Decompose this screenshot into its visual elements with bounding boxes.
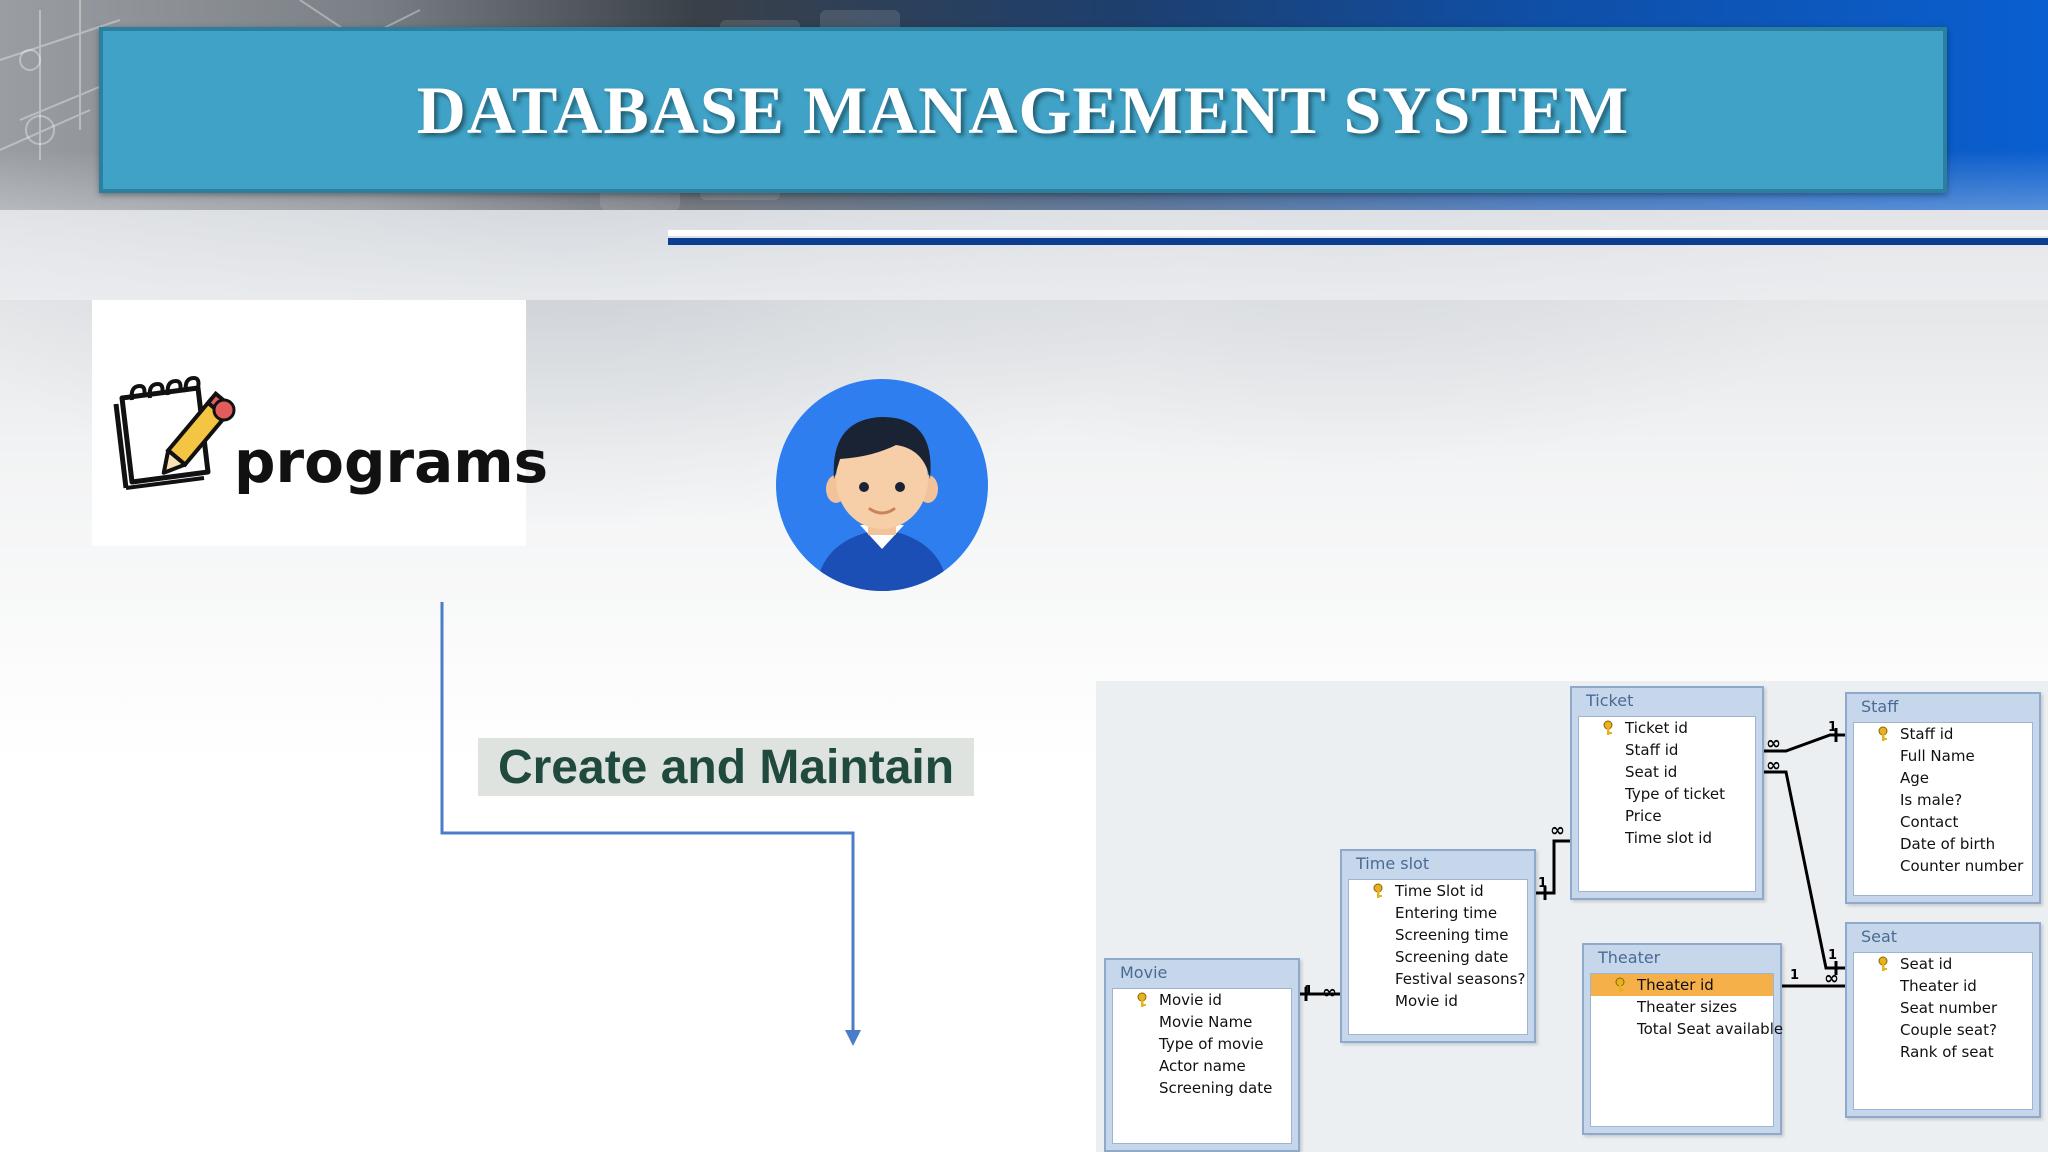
rel-one-label: 1 <box>1304 984 1314 999</box>
er-table-seat[interactable]: Seat Seat id Theater id Seat number Coup… <box>1845 922 2041 1118</box>
table-field[interactable]: Price <box>1625 807 1662 825</box>
table-field[interactable]: Counter number <box>1900 857 2024 875</box>
table-field[interactable]: Theater id <box>1900 977 1977 995</box>
table-field-selected[interactable]: Theater id <box>1591 974 1773 996</box>
table-field[interactable]: Screening time <box>1395 926 1509 944</box>
table-field[interactable]: Festival seasons? <box>1395 970 1526 988</box>
table-field[interactable]: Age <box>1900 769 1930 787</box>
table-header: Movie <box>1120 963 1168 982</box>
rel-one-label: 1 <box>1828 948 1838 963</box>
programs-card: programs <box>92 300 548 546</box>
table-field[interactable]: Couple seat? <box>1900 1021 1997 1039</box>
person-avatar-icon <box>776 379 988 591</box>
table-field[interactable]: Full Name <box>1900 747 1975 765</box>
er-table-movie[interactable]: Movie Movie id Movie Name Type of movie … <box>1104 958 1300 1152</box>
table-field[interactable]: Seat number <box>1900 999 1998 1017</box>
table-field[interactable]: Is male? <box>1900 791 1963 809</box>
table-field[interactable]: Seat id <box>1625 763 1678 781</box>
title-banner: DATABASE MANAGEMENT SYSTEM <box>99 27 1947 193</box>
create-maintain-box: Create and Maintain <box>478 738 974 796</box>
key-icon <box>1137 992 1147 1007</box>
rel-one-label: 1 <box>1790 968 1800 983</box>
er-table-staff[interactable]: Staff Staff id Full Name Age Is male? Co… <box>1845 692 2041 904</box>
table-fields: Seat id Theater id Seat number Couple se… <box>1853 952 2033 1110</box>
rel-many-label: ∞ <box>1766 755 1781 776</box>
table-fields: Theater id Theater sizes Total Seat avai… <box>1590 973 1784 1127</box>
table-fields: Movie id Movie Name Type of movie Actor … <box>1112 988 1292 1144</box>
table-field[interactable]: Theater sizes <box>1637 998 1738 1016</box>
table-field[interactable]: Seat id <box>1854 953 2032 975</box>
table-field[interactable]: Ticket id <box>1579 717 1755 739</box>
table-field[interactable]: Rank of seat <box>1900 1043 1994 1061</box>
table-field[interactable]: Contact <box>1900 813 1959 831</box>
notepad-pencil-icon <box>113 375 236 490</box>
background-stripe-blue <box>668 238 2048 245</box>
table-field[interactable]: Total Seat available <box>1637 1020 1784 1038</box>
table-field[interactable]: Movie id <box>1395 992 1458 1010</box>
table-field[interactable]: Staff id <box>1854 723 2032 745</box>
rel-many-label: ∞ <box>1766 733 1781 754</box>
rel-one-label: 1 <box>1828 720 1838 735</box>
table-field[interactable]: Screening date <box>1159 1079 1273 1097</box>
er-table-theater[interactable]: Theater Theater id Theater sizes Total S… <box>1582 943 1784 1135</box>
background-stripe-white <box>668 230 2048 236</box>
er-table-time-slot[interactable]: Time slot Time Slot id Entering time Scr… <box>1340 849 1536 1043</box>
table-field[interactable]: Movie Name <box>1159 1013 1253 1031</box>
key-icon <box>1615 977 1625 992</box>
table-fields: Time Slot id Entering time Screening tim… <box>1348 879 1528 1035</box>
create-maintain-label: Create and Maintain <box>497 740 955 794</box>
table-field[interactable]: Type of ticket <box>1625 785 1726 803</box>
table-field[interactable]: Screening date <box>1395 948 1509 966</box>
slide-title: DATABASE MANAGEMENT SYSTEM <box>416 71 1630 148</box>
table-field[interactable]: Movie id <box>1113 989 1291 1011</box>
table-field[interactable]: Staff id <box>1625 741 1679 759</box>
table-field[interactable]: Time Slot id <box>1349 880 1527 902</box>
table-header: Ticket <box>1586 691 1634 710</box>
programs-label: programs <box>234 428 549 496</box>
table-header: Staff <box>1861 697 1899 716</box>
key-icon <box>1878 956 1888 971</box>
key-icon <box>1603 720 1613 735</box>
key-icon <box>1878 726 1888 741</box>
table-field[interactable]: Type of movie <box>1159 1035 1264 1053</box>
rel-one-label: 1 <box>1538 876 1548 891</box>
table-fields: Ticket id Staff id Seat id Type of ticke… <box>1578 716 1756 892</box>
table-header: Time slot <box>1356 854 1430 873</box>
table-field[interactable]: Time slot id <box>1625 829 1712 847</box>
table-field[interactable]: Actor name <box>1159 1057 1246 1075</box>
table-header: Seat <box>1861 927 1898 946</box>
table-fields: Staff id Full Name Age Is male? Contact … <box>1853 722 2033 896</box>
rel-many-label: ∞ <box>1322 982 1337 1003</box>
table-field[interactable]: Date of birth <box>1900 835 1996 853</box>
key-icon <box>1373 883 1383 898</box>
er-table-ticket[interactable]: Ticket Ticket id Staff id Seat id Type o… <box>1570 686 1764 900</box>
table-field[interactable]: Entering time <box>1395 904 1498 922</box>
rel-many-label: ∞ <box>1824 968 1839 989</box>
table-header: Theater <box>1598 948 1661 967</box>
rel-many-label: ∞ <box>1550 820 1565 841</box>
